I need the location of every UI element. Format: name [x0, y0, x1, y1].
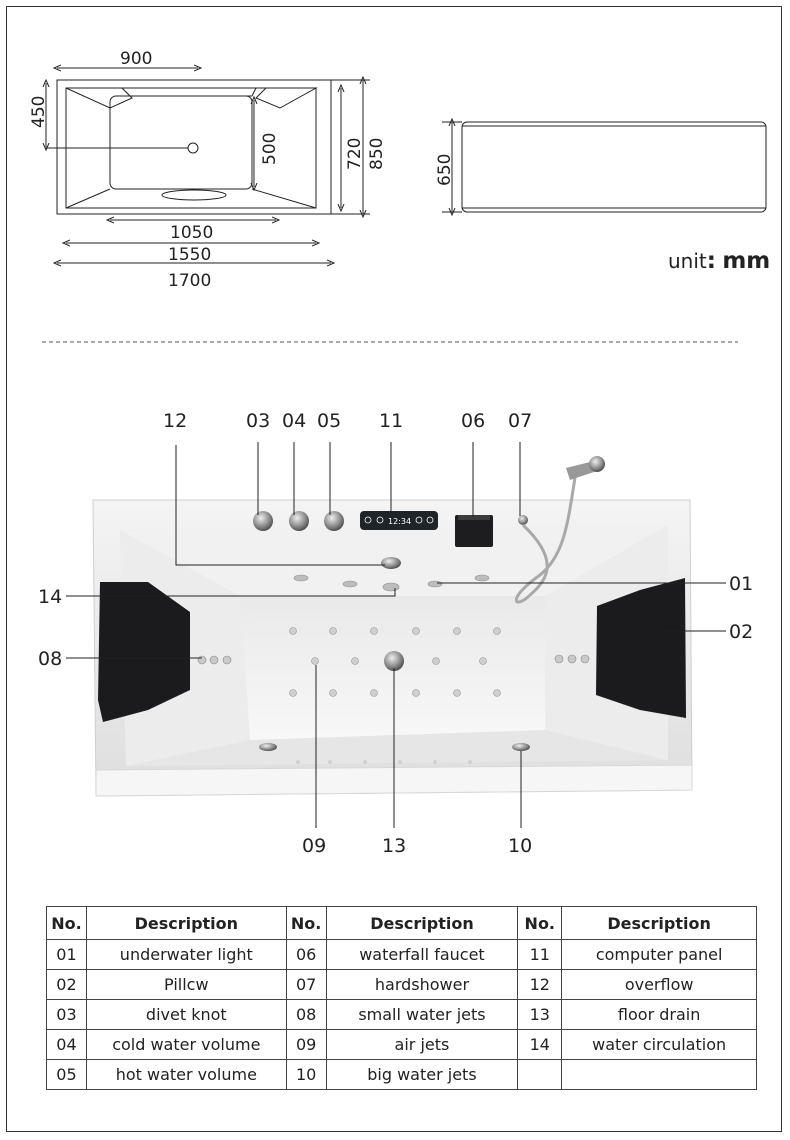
callout-07: 07	[508, 410, 532, 432]
item-number: 02	[46, 969, 87, 1000]
item-description: floor drain	[561, 999, 757, 1030]
item-number: 10	[285, 1059, 327, 1090]
item-description: hardshower	[325, 969, 519, 1000]
dim-1050: 1050	[170, 223, 213, 243]
unit-separator: :	[706, 248, 716, 274]
item-number: 05	[46, 1059, 87, 1090]
callout-02: 02	[729, 621, 753, 643]
item-number: 12	[517, 969, 563, 1000]
dim-1550: 1550	[168, 245, 211, 265]
item-number: 01	[46, 939, 87, 970]
callout-08: 08	[38, 648, 62, 670]
item-number: 14	[517, 1029, 563, 1060]
dim-650: 650	[435, 154, 455, 186]
header-description: Description	[561, 906, 757, 940]
callout-03: 03	[246, 410, 270, 432]
item-description: waterfall faucet	[325, 939, 519, 970]
table-row: 02 Pillcw 07 hardshower 12 overflow	[46, 969, 757, 1000]
item-number: 13	[517, 999, 563, 1030]
item-number: 09	[285, 1029, 327, 1060]
parts-legend-table: No. Description No. Description No. Desc…	[46, 906, 757, 1090]
item-description: underwater light	[85, 939, 287, 970]
item-description: big water jets	[325, 1059, 519, 1090]
table-row: 03 divet knot 08 small water jets 13 flo…	[46, 999, 757, 1030]
callout-04: 04	[282, 410, 306, 432]
dim-450: 450	[29, 96, 49, 128]
unit-text: unit	[668, 249, 707, 273]
callout-06: 06	[461, 410, 485, 432]
item-number: 11	[517, 939, 563, 970]
dim-1700: 1700	[168, 271, 211, 291]
header-description: Description	[85, 906, 287, 940]
bathtub-illustration: 12:34	[38, 410, 753, 857]
item-number	[517, 1059, 563, 1090]
unit-value: mm	[722, 248, 771, 274]
item-description: Pillcw	[85, 969, 287, 1000]
item-description	[561, 1059, 757, 1090]
item-description: cold water volume	[85, 1029, 287, 1060]
callout-12: 12	[163, 410, 187, 432]
item-description: water circulation	[561, 1029, 757, 1060]
item-number: 06	[285, 939, 327, 970]
table-row: 04 cold water volume 09 air jets 14 wate…	[46, 1029, 757, 1060]
item-description: computer panel	[561, 939, 757, 970]
table-row: 05 hot water volume 10 big water jets	[46, 1059, 757, 1090]
item-number: 08	[285, 999, 327, 1030]
unit-label: unit: mm	[668, 248, 770, 274]
callout-09: 09	[302, 835, 326, 857]
item-description: small water jets	[325, 999, 519, 1030]
page-frame	[6, 6, 782, 1132]
dim-900: 900	[120, 49, 152, 69]
callout-10: 10	[508, 835, 532, 857]
table-row: 01 underwater light 06 waterfall faucet …	[46, 939, 757, 970]
item-number: 07	[285, 969, 327, 1000]
callout-11: 11	[379, 410, 403, 432]
header-no: No.	[46, 906, 87, 940]
callout-14: 14	[38, 586, 62, 608]
item-description: divet knot	[85, 999, 287, 1030]
item-description: air jets	[325, 1029, 519, 1060]
panel-display: 12:34	[388, 517, 411, 526]
dim-850: 850	[367, 138, 387, 170]
top-view-drawing: 900 450 500 720 850 1050 1550 1700 650	[29, 49, 767, 291]
header-description: Description	[325, 906, 519, 940]
callout-05: 05	[317, 410, 341, 432]
header-no: No.	[285, 906, 327, 940]
item-description: overflow	[561, 969, 757, 1000]
callout-13: 13	[382, 835, 406, 857]
item-number: 04	[46, 1029, 87, 1060]
callout-01: 01	[729, 573, 753, 595]
dim-500: 500	[260, 133, 280, 165]
item-number: 03	[46, 999, 87, 1030]
separator-line	[42, 341, 738, 343]
item-description: hot water volume	[85, 1059, 287, 1090]
header-no: No.	[517, 906, 563, 940]
dim-720: 720	[345, 138, 365, 170]
table-header-row: No. Description No. Description No. Desc…	[46, 906, 757, 940]
